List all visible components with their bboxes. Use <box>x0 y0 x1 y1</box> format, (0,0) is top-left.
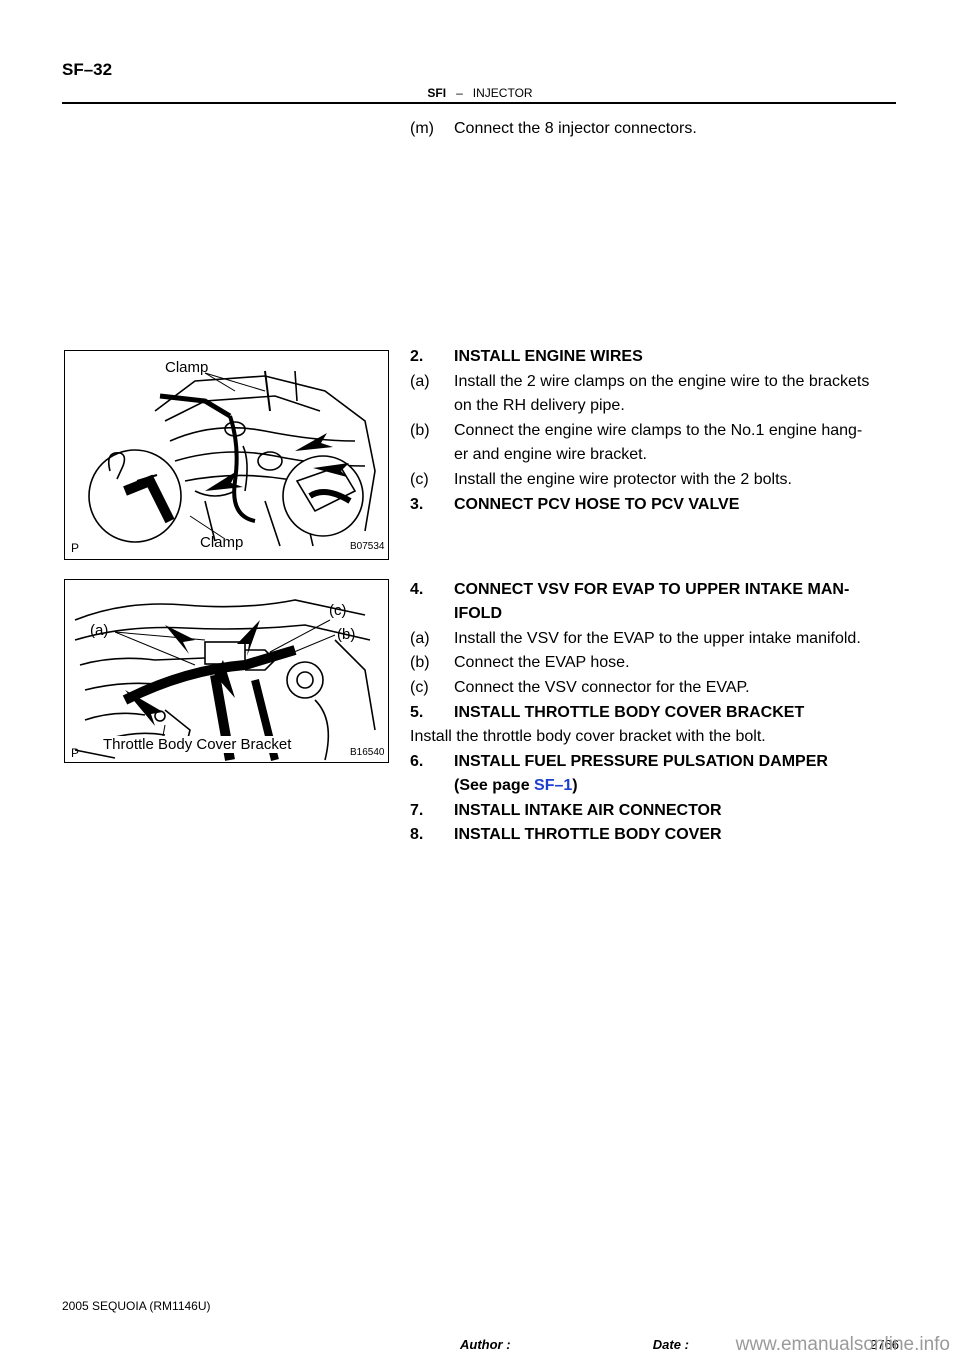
figure2-code: B16540 <box>350 747 385 758</box>
see-page-link[interactable]: SF–1 <box>534 777 573 794</box>
figure2-label-b: (b) <box>337 626 356 643</box>
step-2-text: INSTALL ENGINE WIRES <box>454 348 643 365</box>
see-page-suffix: ) <box>572 777 578 794</box>
step-4-line1: CONNECT VSV FOR EVAP TO UPPER INTAKE MAN… <box>454 581 850 598</box>
step-7-text: INSTALL INTAKE AIR CONNECTOR <box>454 802 722 819</box>
step-2b-line2: er and engine wire bracket. <box>454 446 647 463</box>
section-separator: – <box>456 86 463 100</box>
footer-page-number: 2766 <box>870 1337 899 1352</box>
step-2a-line2: on the RH delivery pipe. <box>454 397 625 414</box>
footer-author: Author : <box>460 1337 511 1352</box>
step-4c-text: Connect the VSV connector for the EVAP. <box>454 679 750 696</box>
figure2-corner-mark: P <box>71 746 80 760</box>
step-4a-label: (a) <box>410 630 430 647</box>
page-code: SF–32 <box>62 60 113 79</box>
step-8-label: 8. <box>410 826 424 843</box>
figure2-label-c: (c) <box>329 602 347 619</box>
section-topic: INJECTOR <box>472 86 533 100</box>
step-4c-label: (c) <box>410 679 429 696</box>
step-4a-text: Install the VSV for the EVAP to the uppe… <box>454 630 861 647</box>
step-6-label: 6. <box>410 753 424 770</box>
footer-date: Date : <box>652 1337 689 1352</box>
step-4-label: 4. <box>410 581 424 598</box>
step-4b-label: (b) <box>410 654 430 671</box>
step-8-text: INSTALL THROTTLE BODY COVER <box>454 826 722 843</box>
section-heading: SFI – INJECTOR <box>0 86 960 100</box>
figure1-label-clamp-bottom: Clamp <box>200 534 244 551</box>
step-5-text: INSTALL THROTTLE BODY COVER BRACKET <box>454 704 805 721</box>
step-m-label: (m) <box>410 120 434 137</box>
figure2-label-a: (a) <box>90 622 109 639</box>
step-3-text: CONNECT PCV HOSE TO PCV VALVE <box>454 496 740 513</box>
step-6-line2: (See page SF–1) <box>454 775 896 797</box>
step-4b-text: Connect the EVAP hose. <box>454 654 630 671</box>
step-6-line1: INSTALL FUEL PRESSURE PULSATION DAMPER <box>454 753 828 770</box>
step-5-note: Install the throttle body cover bracket … <box>410 728 766 745</box>
figure2-label-bracket: Throttle Body Cover Bracket <box>101 736 294 753</box>
step-3-label: 3. <box>410 496 424 513</box>
footer-model: 2005 SEQUOIA (RM1146U) <box>62 1299 211 1313</box>
figure-vsv-evap: (a) (b) (c) Throttle Body Cover Bracket … <box>64 579 389 763</box>
see-page-prefix: (See page <box>454 777 535 794</box>
step-7-label: 7. <box>410 802 424 819</box>
step-2a-line1: Install the 2 wire clamps on the engine … <box>454 373 870 390</box>
step-5-label: 5. <box>410 704 424 721</box>
header-rule <box>62 102 896 104</box>
figure1-code: B07534 <box>350 541 385 552</box>
watermark: www.emanualsonline.info <box>735 1334 950 1355</box>
step-2-label: 2. <box>410 348 424 365</box>
step-2c-text: Install the engine wire protector with t… <box>454 471 792 488</box>
step-4-line2: IFOLD <box>454 605 502 622</box>
figure1-corner-mark: P <box>71 541 80 555</box>
figure-engine-wire-clamps: Clamp Clamp P B07534 <box>64 350 389 560</box>
step-2b-label: (b) <box>410 422 430 439</box>
step-2c-label: (c) <box>410 471 429 488</box>
step-2a-label: (a) <box>410 373 430 390</box>
figure1-label-clamp-top: Clamp <box>165 359 209 376</box>
footer-author-date: Author : Date : <box>460 1337 689 1352</box>
step-2b-line1: Connect the engine wire clamps to the No… <box>454 422 863 439</box>
section-name: SFI <box>427 86 447 100</box>
step-m-text: Connect the 8 injector connectors. <box>454 120 697 137</box>
engine-wire-illustration <box>88 370 376 547</box>
